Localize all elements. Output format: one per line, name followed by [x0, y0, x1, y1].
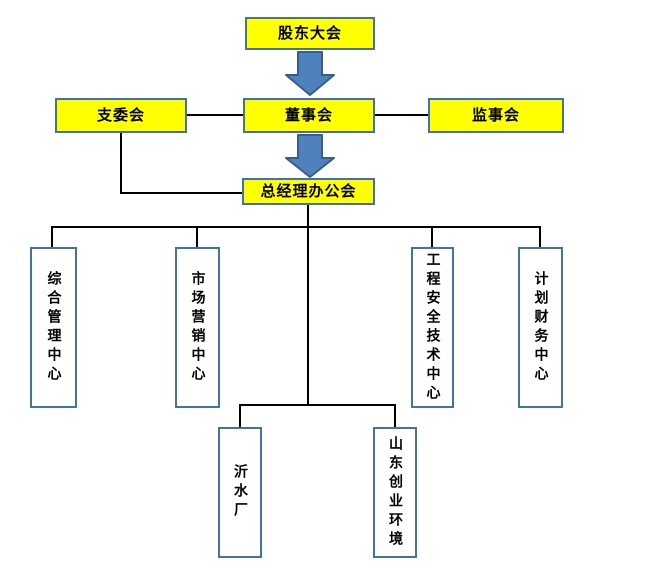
node-supervisory-board: 监事会: [428, 98, 564, 133]
node-label: 山东创业环境: [387, 435, 403, 550]
node-yishui-plant: 沂水厂: [218, 427, 262, 558]
node-label: 沂水厂: [232, 464, 248, 521]
node-marketing-center: 市场营销中心: [175, 247, 220, 408]
node-shareholders-meeting: 股东大会: [245, 17, 375, 50]
node-label: 工程安全技术中心: [424, 251, 441, 404]
down-arrow-icon: [285, 134, 335, 178]
node-label: 市场营销中心: [189, 270, 206, 385]
node-shandong-chuangye-environment: 山东创业环境: [373, 427, 417, 558]
connector-branch-gmoffice: [120, 133, 242, 194]
node-planning-finance-center: 计划财务中心: [518, 247, 563, 408]
node-branch-committee: 支委会: [55, 98, 187, 133]
down-arrow-icon: [285, 51, 335, 96]
node-engineering-safety-tech-center: 工程安全技术中心: [411, 247, 454, 408]
node-label: 综合管理中心: [45, 270, 62, 385]
node-gm-office-meeting: 总经理办公会: [242, 178, 375, 205]
node-general-management-center: 综合管理中心: [30, 247, 77, 408]
node-board-of-directors: 董事会: [243, 98, 375, 133]
node-label: 计划财务中心: [532, 270, 549, 385]
